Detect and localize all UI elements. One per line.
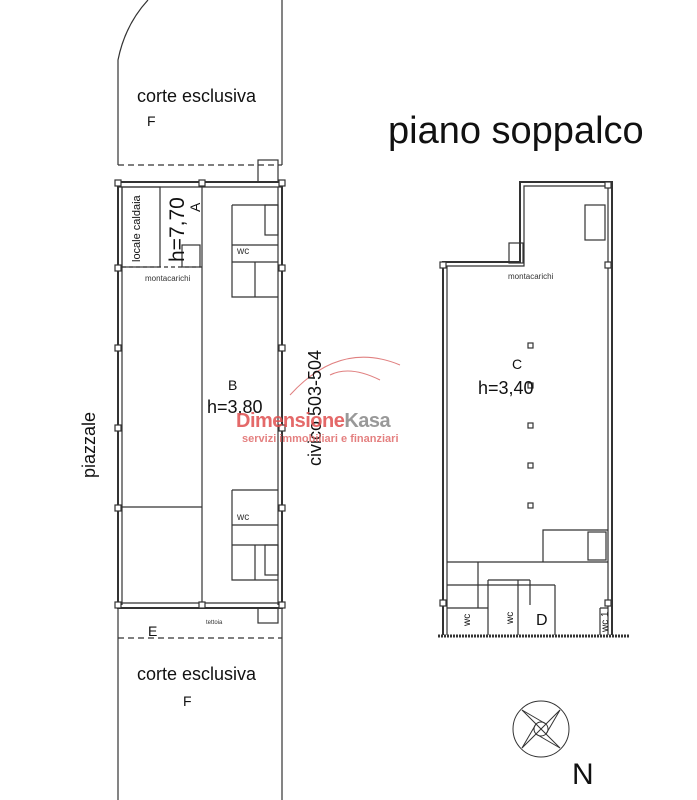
label-montacarichi-right: montacarichi bbox=[508, 272, 554, 281]
label-locale-caldaia: locale caldaia bbox=[131, 195, 143, 262]
label-corte-top: corte esclusiva bbox=[137, 86, 257, 106]
label-e: E bbox=[148, 623, 158, 639]
label-wc-1: wc bbox=[237, 246, 250, 257]
watermark-brand-b: Kasa bbox=[344, 410, 391, 432]
label-piazzale: piazzale bbox=[79, 411, 99, 478]
watermark-logo: DimensioneKasa bbox=[236, 410, 391, 433]
label-height-b: h=3,80 bbox=[207, 397, 263, 417]
watermark-tagline: servizi immobiliari e finanziari bbox=[242, 433, 399, 445]
watermark-house-icon bbox=[289, 356, 401, 396]
left-building-walls bbox=[114, 159, 286, 624]
label-wc-3: wc bbox=[462, 613, 473, 626]
label-b: B bbox=[228, 377, 238, 393]
label-tettoia: tettoia bbox=[206, 620, 223, 626]
compass-rose-icon bbox=[512, 700, 570, 758]
label-c: C bbox=[512, 356, 523, 372]
label-wc-4: wc bbox=[505, 611, 516, 624]
label-f-top: F bbox=[147, 113, 156, 129]
label-north: N bbox=[572, 758, 594, 791]
label-d: D bbox=[536, 612, 548, 629]
label-wc-5: wc 1 bbox=[600, 611, 611, 632]
courtyard-bottom bbox=[117, 608, 283, 800]
watermark-brand-a: Dimensione bbox=[236, 410, 345, 432]
right-building-walls bbox=[438, 181, 630, 638]
label-wc-2: wc bbox=[237, 512, 250, 523]
courtyard-top bbox=[117, 0, 283, 166]
label-height-c: h=3,40 bbox=[478, 378, 534, 398]
label-corte-bottom: corte esclusiva bbox=[137, 664, 257, 684]
label-f-bottom: F bbox=[183, 693, 192, 709]
label-montacarichi-left: montacarichi bbox=[145, 274, 191, 283]
label-a: A bbox=[187, 202, 203, 212]
plan-title: piano soppalco bbox=[388, 110, 644, 152]
label-civico: civico 503-504 bbox=[305, 349, 325, 466]
